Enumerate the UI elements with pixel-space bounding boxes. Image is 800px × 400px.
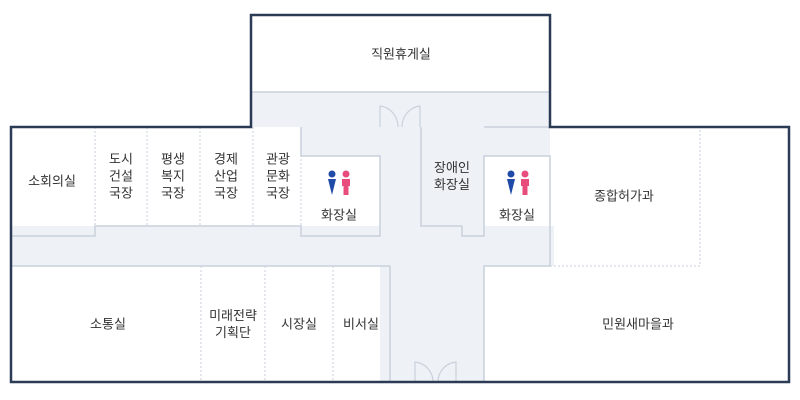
room-label-restroom-left[interactable]: 화장실 xyxy=(321,209,357,224)
room-label-line: 화장실 xyxy=(321,209,357,224)
male-restroom-icon xyxy=(328,170,336,195)
room-label-line: 소통실 xyxy=(90,318,126,333)
restroom-left-icons xyxy=(328,170,350,195)
corridors xyxy=(11,92,554,382)
room-label-line: 국장 xyxy=(161,187,185,202)
room-label-line: 직원휴게실 xyxy=(371,48,431,63)
room-label-restroom-right[interactable]: 화장실 xyxy=(499,209,535,224)
room-label-staff-lounge[interactable]: 직원휴게실 xyxy=(371,48,431,63)
center-corridor xyxy=(380,127,484,382)
room-label-line: 복지 xyxy=(161,170,185,185)
room-label-line: 장애인 xyxy=(434,161,470,176)
restroom-right-lobby xyxy=(484,127,550,156)
room-label-line: 산업 xyxy=(214,170,238,185)
room-label-line: 도시 xyxy=(109,153,133,168)
dotted-partitions xyxy=(94,127,701,382)
room-label-line: 국장 xyxy=(266,187,290,202)
room-label-line: 평생 xyxy=(161,153,185,168)
room-label-line: 국장 xyxy=(109,187,133,202)
room-label-line: 관광 xyxy=(266,153,290,168)
male-restroom-icon xyxy=(507,170,515,195)
room-label-line: 종합허가과 xyxy=(594,190,654,205)
room-label-permits[interactable]: 종합허가과 xyxy=(594,190,654,205)
room-label-line: 기획단 xyxy=(215,326,251,341)
female-restroom-icon xyxy=(342,170,350,195)
double-door-icon xyxy=(379,105,421,128)
double-door-icon xyxy=(414,361,457,383)
room-label-line: 화장실 xyxy=(434,178,470,193)
right-corridor xyxy=(484,226,554,266)
room-label-communication[interactable]: 소통실 xyxy=(90,318,126,333)
room-label-small-meeting[interactable]: 소회의실 xyxy=(28,175,76,190)
room-label-mayor-office[interactable]: 시장실 xyxy=(281,318,317,333)
exterior-walls xyxy=(9,13,791,384)
restroom-left-lobby xyxy=(301,127,380,156)
room-label-line: 민원새마을과 xyxy=(602,318,674,333)
female-restroom-icon xyxy=(521,170,529,195)
room-label-line: 비서실 xyxy=(343,318,379,333)
top-corridor xyxy=(251,92,550,127)
room-label-line: 시장실 xyxy=(281,318,317,333)
room-label-line: 국장 xyxy=(214,187,238,202)
room-label-line: 문화 xyxy=(266,170,290,185)
room-label-secretary[interactable]: 비서실 xyxy=(343,318,379,333)
room-label-civil-affairs[interactable]: 민원새마을과 xyxy=(602,318,674,333)
room-label-line: 화장실 xyxy=(499,209,535,224)
room-label-line: 건설 xyxy=(109,170,133,185)
room-label-line: 소회의실 xyxy=(28,175,76,190)
room-label-line: 미래전략 xyxy=(209,309,257,324)
room-label-line: 경제 xyxy=(214,153,238,168)
partitions xyxy=(11,91,551,382)
left-corridor xyxy=(11,226,380,266)
restroom-right-icons xyxy=(507,170,529,195)
